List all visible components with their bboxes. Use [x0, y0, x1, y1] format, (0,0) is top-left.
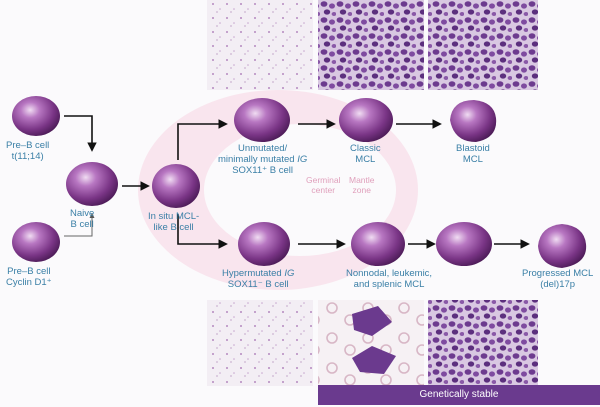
- cell-naive: [66, 162, 118, 206]
- in-situ-line2: like B cell: [153, 222, 194, 233]
- progressed-line1: Progressed MCL: [522, 268, 594, 279]
- label-pre-b-top: Pre–B cell t(11;14): [6, 140, 49, 162]
- unmutated-line2-prefix: minimally mutated: [218, 154, 298, 165]
- label-hypermutated: Hypermutated IG SOX11⁻ B cell: [222, 268, 294, 290]
- blastoid-line1: Blastoid: [456, 143, 490, 154]
- cell-progressed: [538, 224, 587, 268]
- unmutated-line3: SOX11⁺ B cell: [232, 165, 294, 176]
- pre-b-top-subtitle: t(11;14): [11, 151, 44, 162]
- label-nonnodal: Nonnodal, leukemic, and splenic MCL: [346, 268, 432, 290]
- label-germinal-center: Germinal center: [306, 175, 340, 195]
- arrow-preb-bottom-to-naive: [64, 213, 95, 237]
- progressed-line2: (del)17p: [540, 279, 576, 290]
- unmutated-line1: Unmutated/: [238, 143, 288, 154]
- micrograph-bottom-1: [207, 300, 313, 386]
- label-classic: Classic MCL: [350, 143, 381, 165]
- in-situ-line1: In situ MCL-: [148, 211, 200, 222]
- micrograph-top-2: [318, 0, 424, 90]
- label-in-situ: In situ MCL- like B cell: [148, 211, 199, 233]
- genetically-stable-label: Genetically stable: [419, 389, 499, 400]
- cell-pre-b-top: [12, 96, 60, 136]
- naive-line2: B cell: [70, 219, 94, 230]
- arrow-preb-to-naive: [64, 115, 97, 152]
- pre-b-bottom-title: Pre–B cell: [7, 266, 51, 277]
- classic-line2: MCL: [355, 154, 376, 165]
- nonnodal-line1: Nonnodal, leukemic,: [346, 268, 433, 279]
- pathway-arrows: [64, 115, 530, 249]
- nonnodal-line2: and splenic MCL: [353, 279, 425, 290]
- hypermutated-line1: Hypermutated IG: [222, 268, 294, 279]
- naive-line1: Naive: [70, 208, 95, 219]
- germinal-center-inner: [204, 124, 396, 256]
- arrow-insitu-to-unmutated: [177, 119, 228, 160]
- cell-intermediate: [436, 222, 492, 266]
- label-naive: Naive B cell: [70, 208, 94, 230]
- mantle-line2: zone: [352, 185, 371, 195]
- unmutated-line2: minimally mutated IG: [218, 154, 307, 165]
- label-pre-b-bottom: Pre–B cell Cyclin D1⁺: [6, 266, 52, 288]
- cell-pre-b-bottom: [12, 222, 60, 262]
- cell-nonnodal: [351, 222, 405, 266]
- unmutated-line2-italic: IG: [297, 154, 308, 165]
- micrograph-top-1: [207, 0, 313, 90]
- micrograph-bottom-3: [428, 300, 538, 386]
- label-progressed: Progressed MCL (del)17p: [522, 268, 593, 290]
- cell-hypermutated: [238, 222, 290, 266]
- arrow-insitu-to-hypermutated: [177, 214, 228, 249]
- hypermutated-line1-italic: IG: [284, 268, 295, 279]
- cell-classic: [339, 98, 393, 142]
- pre-b-top-title: Pre–B cell: [6, 140, 50, 151]
- label-blastoid: Blastoid MCL: [456, 143, 490, 165]
- classic-line1: Classic: [350, 143, 381, 154]
- hypermutated-line2: SOX11⁻ B cell: [227, 279, 289, 290]
- germinal-line1: Germinal: [306, 175, 341, 185]
- cell-unmutated: [234, 98, 290, 142]
- blastoid-line2: MCL: [462, 154, 483, 165]
- pre-b-bottom-subtitle: Cyclin D1⁺: [6, 277, 52, 288]
- leukemic-cell-shape-2: [352, 346, 396, 374]
- hypermutated-line1-prefix: Hypermutated: [222, 268, 285, 279]
- label-mantle-zone: Mantle zone: [349, 175, 375, 195]
- mantle-line1: Mantle: [349, 175, 375, 185]
- cell-blastoid: [450, 100, 497, 142]
- cells: [12, 96, 587, 268]
- genetically-stable-bar: [318, 385, 600, 405]
- leukemic-cell-shape-1: [352, 306, 392, 336]
- germinal-line2: center: [311, 185, 336, 195]
- micrograph-top-3: [428, 0, 538, 90]
- cell-in-situ: [152, 164, 200, 208]
- label-unmutated: Unmutated/ minimally mutated IG SOX11⁺ B…: [218, 143, 307, 176]
